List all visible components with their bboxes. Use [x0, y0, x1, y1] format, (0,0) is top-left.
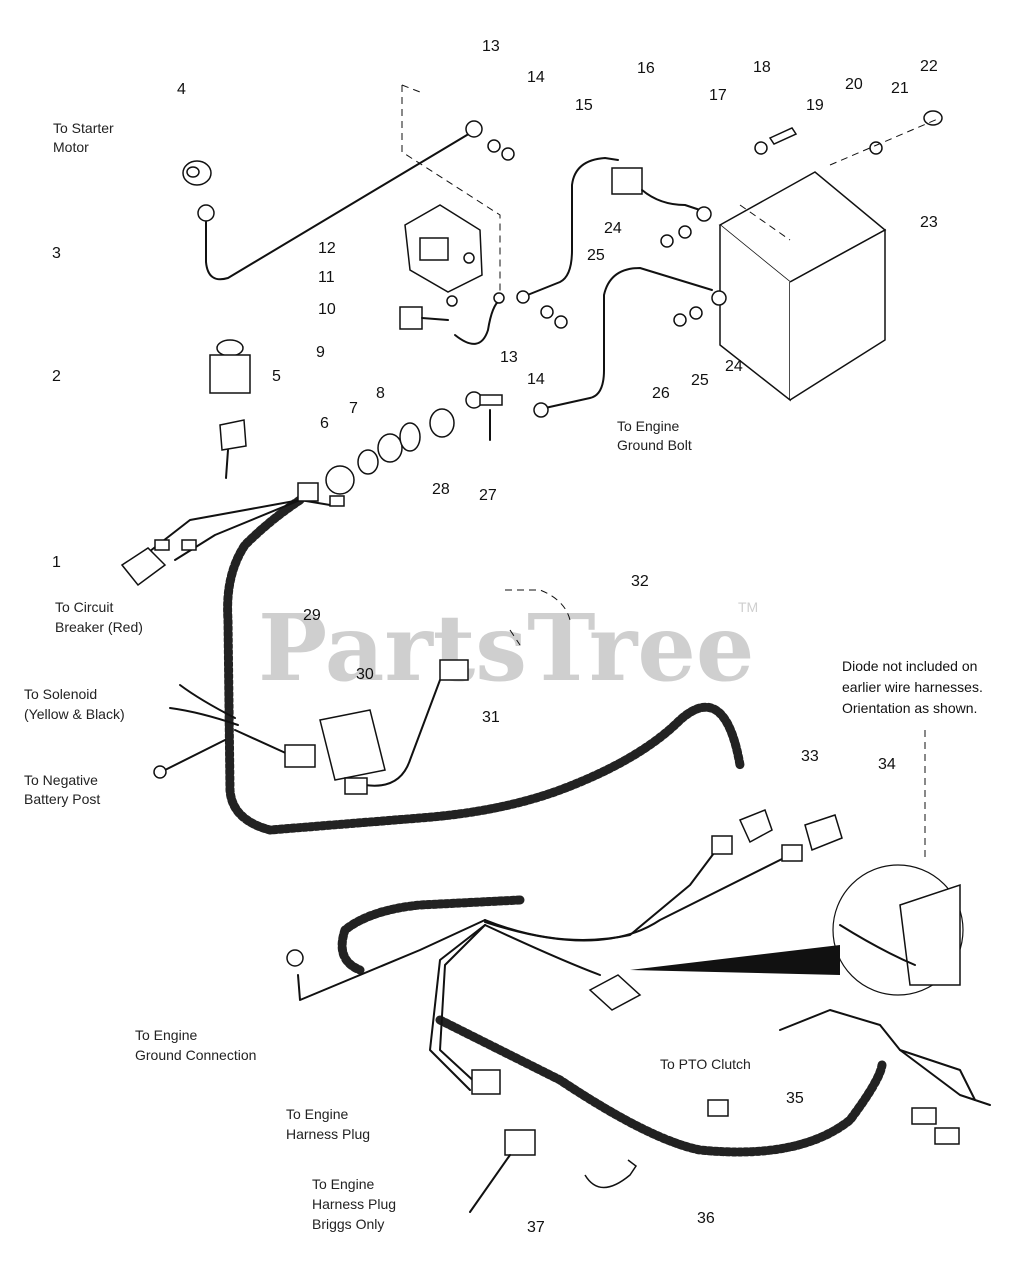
solenoid	[399, 204, 483, 330]
part-number-33: 33	[801, 748, 819, 765]
part-number-28: 28	[432, 481, 450, 498]
diode-note-line-3: Orientation as shown.	[842, 700, 977, 716]
part-number-1: 1	[52, 554, 61, 571]
negative-battery-cable	[533, 267, 727, 418]
battery-hardware	[754, 110, 943, 166]
part-number-15: 15	[575, 97, 593, 114]
positive-battery-cable	[516, 157, 712, 329]
part-number-35: 35	[786, 1090, 804, 1107]
callout-solenoid-line-2: (Yellow & Black)	[24, 706, 125, 722]
part-number-26: 26	[652, 385, 670, 402]
part-number-27: 27	[479, 487, 497, 504]
solenoid-jumper-wire	[454, 292, 505, 345]
part-number-22: 22	[920, 58, 938, 75]
diode-note: Diode not included on earlier wire harne…	[842, 658, 983, 716]
diode-detail-callout	[630, 730, 964, 996]
callout-engine-harness-plug-briggs: To Engine Harness Plug Briggs Only	[312, 1176, 396, 1232]
watermark-brand: PartsTree	[258, 594, 754, 702]
ties-and-plug	[469, 1129, 638, 1213]
callout-negative-battery-line-1: To Negative	[24, 772, 98, 788]
part-number-36: 36	[697, 1210, 715, 1227]
part-number-13-lower: 13	[500, 349, 518, 366]
part-number-29: 29	[303, 607, 321, 624]
part-number-11: 11	[318, 269, 335, 286]
starter-nuts	[487, 139, 515, 161]
part-number-25-upper: 25	[587, 247, 605, 264]
battery	[718, 171, 887, 402]
part-number-19: 19	[806, 97, 824, 114]
part-number-10: 10	[318, 301, 336, 318]
pto-clutch-leads	[707, 1009, 991, 1145]
callout-engine-harness-plug-briggs-line-2: Harness Plug	[312, 1196, 396, 1212]
part-number-24-upper: 24	[604, 220, 622, 237]
solenoid-mount-outline	[401, 84, 501, 300]
part-number-24-lower: 24	[725, 358, 743, 375]
part-number-13-top: 13	[482, 38, 500, 55]
main-harness-upper	[120, 482, 745, 835]
part-number-2: 2	[52, 368, 61, 385]
callout-engine-ground-connection-line-1: To Engine	[135, 1027, 197, 1043]
callout-pto-clutch: To PTO Clutch	[660, 1056, 751, 1072]
callout-engine-ground-bolt-line-2: Ground Bolt	[617, 437, 692, 453]
part-number-23: 23	[920, 214, 938, 231]
callout-engine-ground-connection: To Engine Ground Connection	[135, 1027, 256, 1063]
ignition-switch-parts	[325, 391, 503, 495]
callout-engine-ground-bolt: To Engine Ground Bolt	[617, 418, 692, 453]
part-number-5: 5	[272, 368, 281, 385]
part-number-9: 9	[316, 344, 325, 361]
callout-engine-harness-plug: To Engine Harness Plug	[286, 1106, 370, 1142]
callout-starter-motor-line-2: Motor	[53, 139, 89, 155]
part-number-32: 32	[631, 573, 649, 590]
callout-negative-battery-line-2: Battery Post	[24, 791, 100, 807]
main-harness-lower	[286, 835, 887, 1157]
callout-engine-ground-bolt-line-1: To Engine	[617, 418, 679, 434]
ignition-connector	[319, 659, 469, 795]
callout-engine-harness-plug-line-1: To Engine	[286, 1106, 348, 1122]
diode-location-outline	[505, 589, 571, 646]
part-number-12: 12	[318, 240, 336, 257]
part-number-20: 20	[845, 76, 863, 93]
part-number-14-top: 14	[527, 69, 545, 86]
part-number-17: 17	[709, 87, 727, 104]
part-number-6: 6	[320, 415, 329, 432]
callout-engine-ground-connection-line-2: Ground Connection	[135, 1047, 256, 1063]
part-number-21: 21	[891, 80, 909, 97]
callout-circuit-breaker-line-2: Breaker (Red)	[55, 619, 143, 635]
part-number-16: 16	[637, 60, 655, 77]
diode-note-line-2: earlier wire harnesses.	[842, 679, 983, 695]
harness-plugs	[588, 809, 843, 1011]
part-number-14-lower: 14	[527, 371, 545, 388]
part-number-3: 3	[52, 245, 61, 262]
callout-circuit-breaker-line-1: To Circuit	[55, 599, 113, 615]
callout-solenoid: To Solenoid (Yellow & Black)	[24, 686, 125, 722]
callout-engine-harness-plug-briggs-line-3: Briggs Only	[312, 1216, 384, 1232]
callout-negative-battery: To Negative Battery Post	[24, 772, 100, 807]
part-number-7: 7	[349, 400, 358, 417]
callout-engine-harness-plug-briggs-line-1: To Engine	[312, 1176, 374, 1192]
solenoid-leads	[153, 684, 316, 779]
callout-starter-motor: To Starter Motor	[53, 120, 114, 155]
part-number-25-lower: 25	[691, 372, 709, 389]
part-number-30: 30	[356, 666, 374, 683]
callout-starter-motor-line-1: To Starter	[53, 120, 114, 136]
part-number-18: 18	[753, 59, 771, 76]
starter-cable	[182, 120, 483, 281]
part-number-37: 37	[527, 1219, 545, 1236]
pto-switch	[209, 339, 251, 479]
part-number-31: 31	[482, 709, 500, 726]
callout-circuit-breaker: To Circuit Breaker (Red)	[55, 599, 143, 635]
part-number-8: 8	[376, 385, 385, 402]
diode-note-line-1: Diode not included on	[842, 658, 977, 674]
callout-engine-harness-plug-line-2: Harness Plug	[286, 1126, 370, 1142]
watermark-trademark: TM	[738, 599, 758, 615]
part-number-4: 4	[177, 81, 186, 98]
callout-solenoid-line-1: To Solenoid	[24, 686, 97, 702]
part-number-34: 34	[878, 756, 896, 773]
